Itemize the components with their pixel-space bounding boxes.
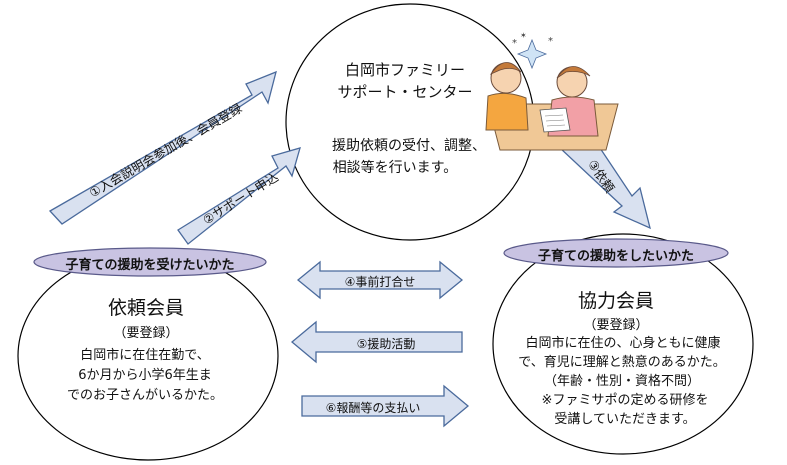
- helper-circle: [492, 233, 754, 455]
- svg-text:*: *: [548, 36, 553, 47]
- arrow-pre-meeting-label: ④事前打合せ: [344, 275, 416, 289]
- requester-title: 依頼会員: [107, 297, 184, 319]
- consultation-illustration: * * ✶: [485, 31, 619, 151]
- helper-desc-line5: 受講していただきます。: [554, 412, 696, 427]
- arrow-payment-label: ⑥報酬等の支払い: [325, 401, 421, 415]
- helper-pill: [503, 238, 729, 268]
- requester-sub: （要登録）: [113, 326, 179, 341]
- helper-desc-line2: で、育児に理解と熱意のあるかた。: [518, 355, 726, 370]
- center-title-line1: 白岡市ファミリー: [344, 61, 465, 79]
- svg-text:✶: ✶: [520, 31, 527, 40]
- arrow-pre-meeting: [296, 260, 464, 300]
- helper-desc-line3: （年齢・性別・資格不問）: [543, 374, 700, 389]
- center-desc-line2: 相談等を行います。: [332, 160, 458, 176]
- arrow-payment: [301, 384, 470, 428]
- arrow-registration: [48, 70, 277, 225]
- center-desc-line1: 援助依頼の受付、調整、: [332, 138, 486, 154]
- helper-pill-label: 子育ての援助をしたいかた: [537, 249, 694, 264]
- requester-pill: [33, 247, 267, 277]
- requester-desc-line1: 白岡市に在住在勤で、: [80, 348, 210, 363]
- requester-pill-label: 子育ての援助を受けたいかた: [65, 258, 235, 273]
- svg-text:*: *: [512, 38, 517, 49]
- helper-desc-line1: 白岡市に在住の、心身ともに健康: [525, 336, 721, 351]
- arrow-support-activity: [290, 320, 463, 364]
- requester-desc-line3: でのお子さんがいるかた。: [66, 388, 223, 403]
- helper-title: 協力会員: [577, 290, 654, 312]
- helper-desc-line4: ※ファミサポの定める研修を: [541, 393, 709, 408]
- center-title-line2: サポート・センター: [337, 83, 473, 101]
- arrow-support-request: [177, 147, 301, 245]
- requester-desc-line2: 6か月から小学6年生ま: [78, 368, 212, 383]
- arrow-support-activity-label: ⑤援助活動: [356, 337, 416, 351]
- helper-sub: （要登録）: [583, 318, 649, 333]
